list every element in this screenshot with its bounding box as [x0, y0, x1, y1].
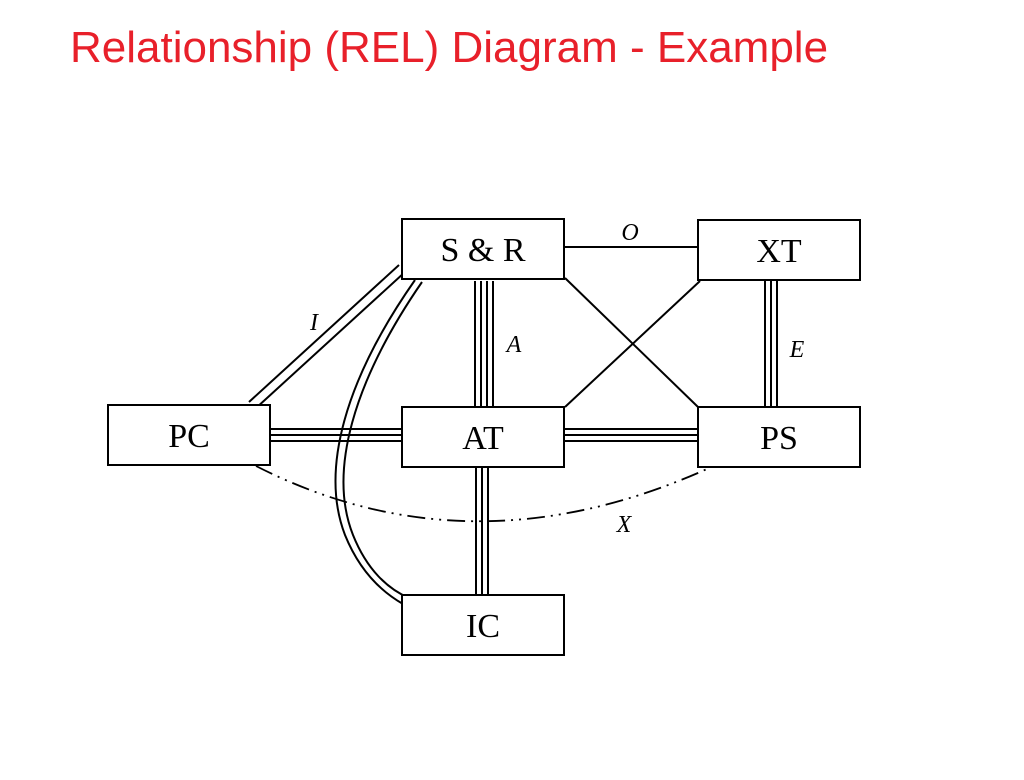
edge-xt-ps: [764, 281, 778, 407]
node-ps-label: PS: [760, 420, 798, 457]
edge-at-ic: [475, 468, 489, 595]
edge-pc-at: [270, 428, 402, 442]
edge-label-x: X: [616, 512, 633, 538]
node-at-label: AT: [462, 420, 504, 457]
node-xt-label: XT: [756, 233, 802, 270]
node-ic: IC: [401, 594, 565, 656]
edge-sr-ic: [334, 279, 423, 605]
edge-sr-at: [474, 281, 494, 408]
node-ps: PS: [697, 406, 861, 468]
edge-at-ps: [565, 428, 698, 442]
node-pc: PC: [107, 404, 271, 466]
edge-label-e: E: [789, 337, 805, 363]
edge-sr-ps: [564, 277, 699, 408]
node-xt: XT: [697, 219, 861, 281]
edge-label-o: O: [621, 220, 638, 246]
edge-pc-ps: [255, 465, 708, 523]
node-ic-label: IC: [466, 608, 500, 645]
slide-title: Relationship (REL) Diagram - Example: [70, 23, 829, 72]
node-sr-label: S & R: [440, 232, 525, 269]
node-sr: S & R: [401, 218, 565, 280]
edge-xt-at: [564, 280, 701, 408]
edge-sr-pc: [248, 264, 406, 410]
edge-label-a: A: [505, 332, 522, 358]
node-at: AT: [401, 406, 565, 468]
edge-label-i: I: [309, 310, 319, 336]
node-pc-label: PC: [168, 418, 210, 455]
